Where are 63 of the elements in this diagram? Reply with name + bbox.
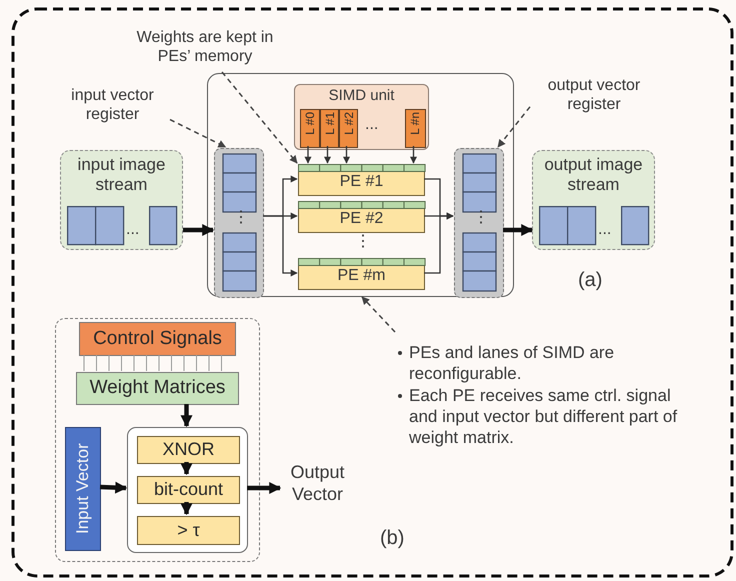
arrow — [343, 146, 350, 164]
leader-line — [221, 72, 298, 164]
lane-box — [339, 109, 358, 148]
leader-line — [361, 296, 396, 333]
simd-unit-label: SIMD unit — [328, 87, 396, 104]
ellipsis-mark: ... — [126, 222, 140, 238]
bullet-text: Each PE receives same ctrl. signal and input vector but different part of weight matrix. — [395, 384, 680, 448]
simd-unit-box — [294, 84, 429, 150]
arrow — [410, 146, 417, 164]
lane-label: L #n — [407, 112, 423, 135]
input-vector-bar: Input Vector — [65, 427, 101, 551]
image-stream-panel — [60, 150, 183, 250]
stream-label: output image stream — [543, 155, 644, 194]
ellipsis-mark: ⋮ — [473, 210, 489, 226]
leader-line — [497, 106, 531, 148]
pe-box — [298, 258, 425, 290]
weight-matrices-bar: Weight Matrices — [76, 372, 239, 405]
thick-arrow — [247, 482, 282, 494]
logic-stage-box: > τ — [137, 516, 240, 545]
ellipsis-mark: ... — [365, 117, 378, 133]
thick-arrow — [503, 224, 534, 236]
logic-block — [127, 427, 248, 553]
panel-label: (a) — [578, 270, 602, 290]
pe-label: PE #1 — [338, 173, 384, 192]
stream-label: input image stream — [76, 155, 166, 194]
lane-label: L #0 — [302, 112, 318, 135]
arrow — [263, 215, 298, 276]
annotation-text: Output Vector — [280, 462, 355, 506]
arrow — [424, 212, 454, 274]
thick-arrow — [180, 502, 192, 516]
leader-line — [170, 118, 226, 148]
pe-detail-panel — [55, 318, 260, 562]
image-stream-panel — [532, 150, 655, 250]
pe-box — [298, 201, 425, 233]
arrow — [304, 146, 312, 164]
pe-box — [298, 164, 425, 196]
thick-arrow — [183, 224, 214, 236]
annotation-text: Weights are kept in PEs’ memory — [120, 28, 290, 66]
annotation-text: input vector register — [55, 86, 170, 124]
lane-label: L #1 — [322, 112, 338, 135]
pe-label: PE #m — [336, 267, 386, 286]
control-signals-bar: Control Signals — [79, 322, 236, 356]
pe-label: PE #2 — [338, 210, 384, 228]
panel-label: (b) — [380, 528, 404, 548]
logic-stage-box: bit-count — [137, 476, 240, 504]
lane-box — [320, 109, 339, 148]
thick-arrow — [100, 482, 128, 494]
vector-register — [214, 148, 264, 298]
ellipsis-mark: ⋮ — [233, 210, 249, 226]
thick-arrow — [180, 404, 192, 428]
logic-stage-box: XNOR — [137, 436, 240, 464]
arrow — [324, 146, 331, 164]
signal-lines — [84, 354, 222, 372]
ellipsis-mark: ... — [598, 222, 612, 238]
thick-arrow — [180, 462, 192, 476]
lane-box — [405, 109, 426, 148]
annotation-text: output vector register — [530, 76, 658, 114]
vector-register — [454, 148, 504, 298]
bullet-text: PEs and lanes of SIMD are reconfigurable. — [395, 342, 680, 384]
ellipsis-mark: ⋮ — [355, 234, 371, 250]
lane-label: L #2 — [341, 112, 357, 135]
accelerator-block — [207, 73, 514, 297]
lane-box — [300, 109, 320, 148]
